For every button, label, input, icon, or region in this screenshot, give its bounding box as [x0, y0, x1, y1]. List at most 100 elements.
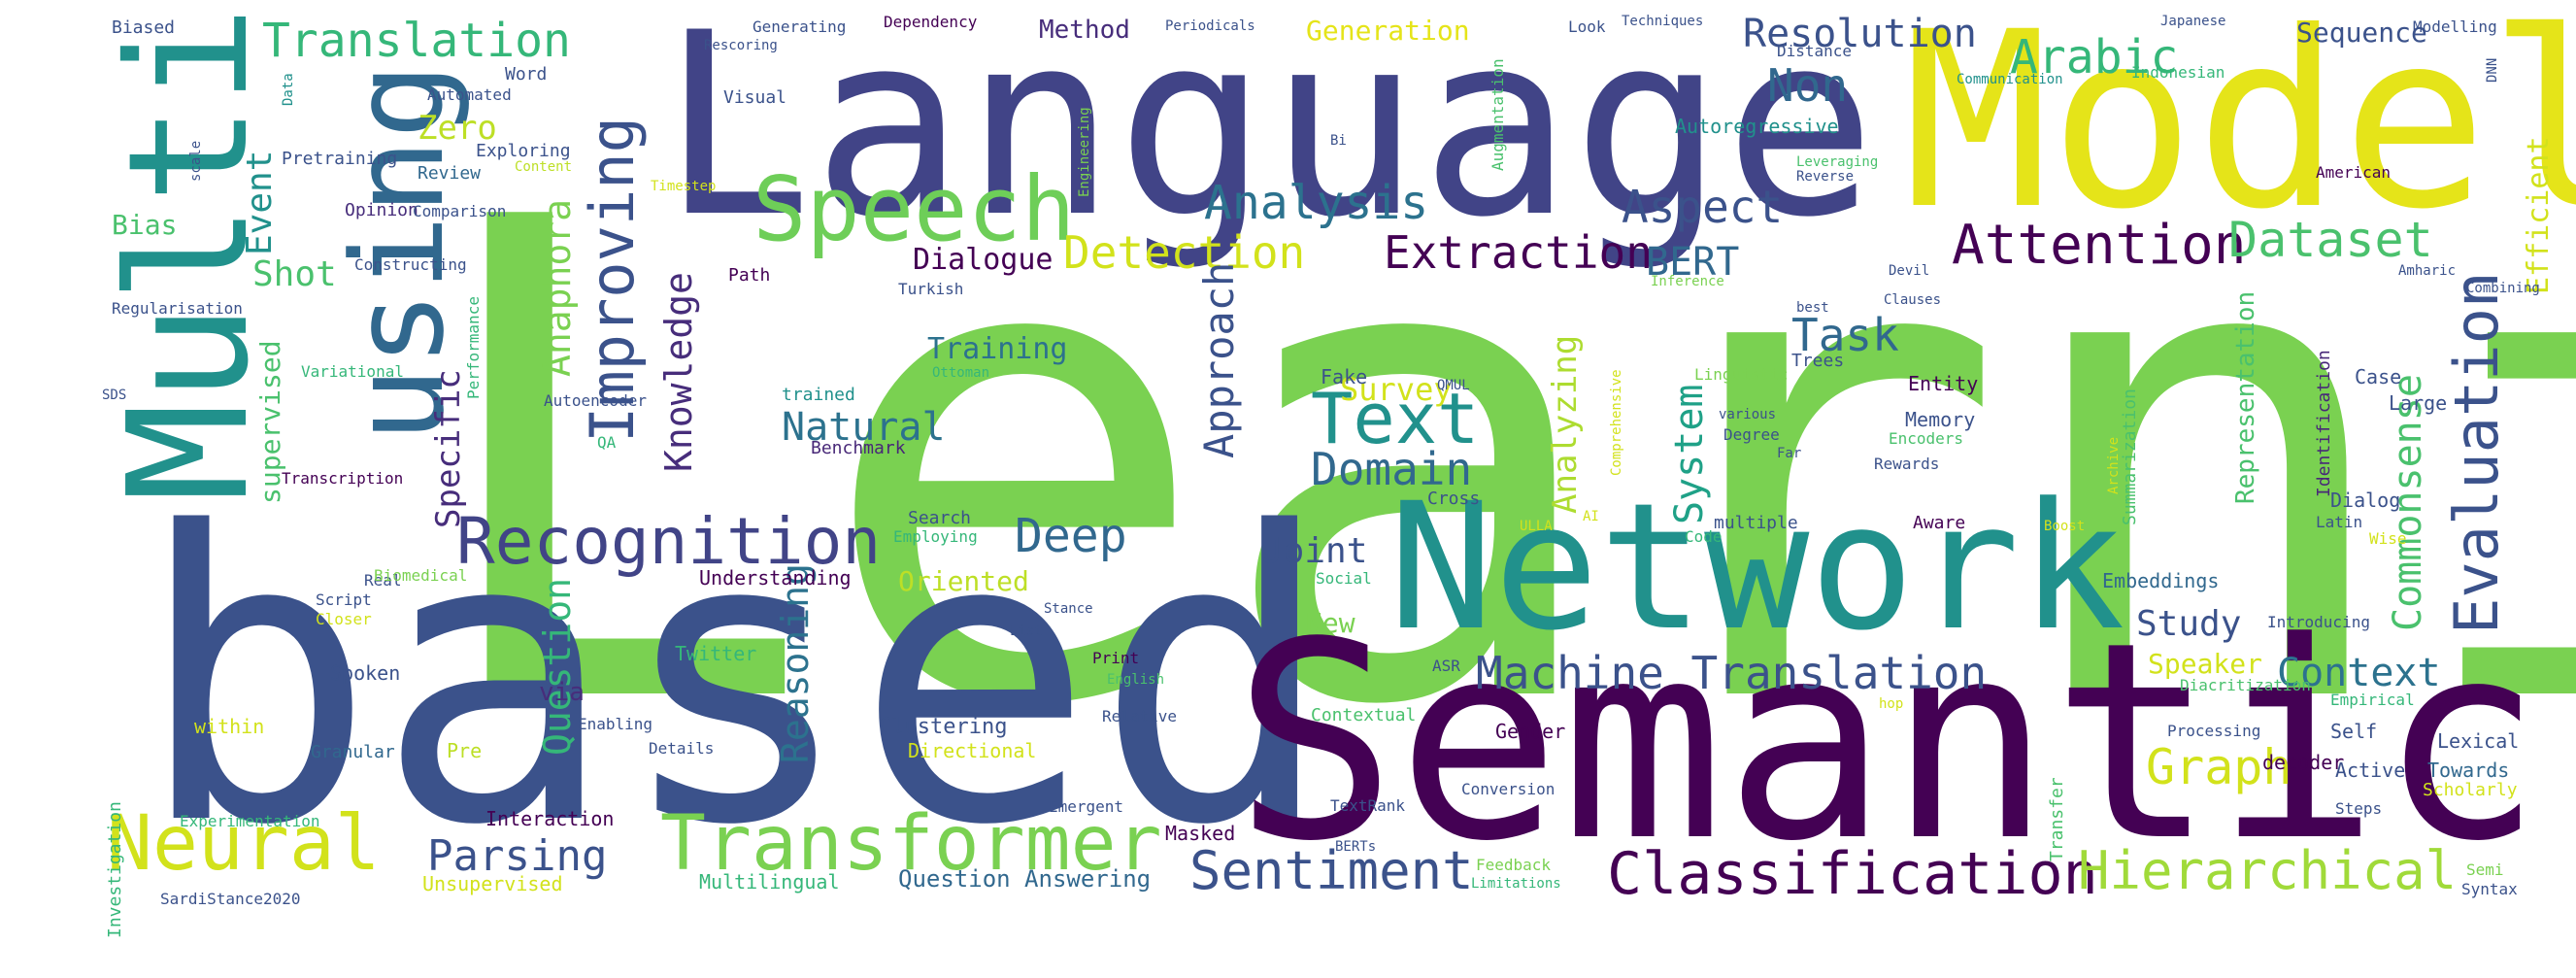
word-aware: Aware	[1913, 513, 1966, 533]
word-learning: Learning	[418, 82, 2576, 850]
word-constructing: Constructing	[354, 255, 467, 274]
word-employing: Employing	[893, 527, 978, 546]
word-english: English	[1107, 672, 1165, 688]
word-question: Question	[536, 577, 579, 756]
word-language: Language	[660, 0, 1877, 273]
word-method: Method	[1039, 16, 1130, 45]
word-approach: Approach	[1195, 261, 1243, 458]
word-qa: QA	[597, 433, 617, 452]
word-enabling: Enabling	[578, 715, 653, 733]
word-review: Review	[418, 163, 482, 184]
word-clauses: Clauses	[1884, 292, 1942, 308]
word-directional: Directional	[908, 739, 1037, 762]
word-speaker: Speaker	[2148, 648, 2263, 680]
word-sequence: Sequence	[2296, 17, 2427, 49]
word-bi: Bi	[1330, 133, 1347, 149]
word-reverse: Reverse	[1796, 169, 1855, 185]
word-modelling: Modelling	[2413, 17, 2497, 36]
word-amharic: Amharic	[2398, 263, 2457, 279]
word-list: List	[1010, 624, 1043, 639]
word-lexical: Lexical	[2437, 729, 2520, 753]
word-masked: Masked	[1165, 822, 1236, 845]
word-fake: Fake	[1321, 365, 1368, 388]
word-network: Network	[1388, 466, 2125, 669]
word-autoregressive: Autoregressive	[1675, 115, 1839, 138]
word-natural: Natural	[782, 405, 946, 450]
word-linguistic: Linguistic	[1694, 365, 1789, 384]
word-autoencoder: Autoencoder	[544, 391, 647, 410]
word-experimentation: Experimentation	[180, 812, 320, 830]
word-specific: Specific	[429, 369, 468, 528]
word-dialog: Dialog	[2330, 489, 2401, 512]
word-bias: Bias	[112, 209, 178, 241]
word-textrank: TextRank	[1330, 796, 1406, 815]
word-emergent: Emergent	[1049, 797, 1124, 816]
word-print: Print	[1092, 649, 1140, 667]
word-context: Context	[2277, 651, 2441, 695]
word-path: Path	[728, 265, 771, 286]
word-trained: trained	[782, 385, 855, 405]
word-scholarly: Scholarly	[2423, 780, 2518, 800]
word-new: New	[1306, 607, 1355, 639]
word-anaphora: Anaphora	[536, 198, 579, 377]
word-dialogue: Dialogue	[913, 243, 1054, 277]
word-question-answering: Question Answering	[898, 865, 1152, 893]
word-rewards: Rewards	[1874, 455, 1940, 473]
word-indonesian: Indonesian	[2131, 63, 2225, 82]
word-american: American	[2316, 163, 2392, 182]
word-berts: BERTs	[1335, 839, 1377, 855]
word-augmentation: Augmentation	[1489, 58, 1507, 171]
word-bert: BERT	[1646, 240, 1740, 285]
word-sentiment: Sentiment	[1189, 840, 1474, 901]
word-domain: Domain	[1311, 443, 1473, 495]
word-spoken: Spoken	[330, 661, 401, 685]
word-latin: Latin	[2316, 513, 2363, 531]
word-biomedical: Biomedical	[374, 566, 468, 585]
word-code: Code	[1685, 527, 1723, 546]
word-introducing: Introducing	[2267, 613, 2370, 631]
word-semi: Semi	[2466, 860, 2504, 879]
word-oriented: Oriented	[898, 565, 1029, 597]
word-translation: Translation	[262, 14, 571, 68]
word-variational: Variational	[301, 362, 404, 381]
word-opinion: Opinion	[345, 200, 418, 220]
word-performance: Performance	[464, 296, 483, 399]
word-hierarchical: Hierarchical	[2078, 840, 2458, 901]
word-case: Case	[2355, 365, 2402, 388]
word-within: within	[194, 715, 265, 738]
word-task: Task	[1791, 309, 1899, 361]
word-syntax: Syntax	[2461, 880, 2518, 898]
word-cross: Cross	[1427, 489, 1481, 509]
word-sardistance2020: SardiStance2020	[160, 890, 301, 908]
word-steps: Steps	[2335, 799, 2383, 818]
word-pre: Pre	[447, 739, 483, 762]
word-towards: Towards	[2427, 759, 2510, 782]
word-engineering: Engineering	[1077, 107, 1092, 197]
word-dependency: Dependency	[884, 13, 978, 31]
word-boost: Boost	[2044, 519, 2086, 534]
word-clustering: Clustering	[879, 715, 1008, 739]
word-training: Training	[927, 332, 1068, 366]
word-gender: Gender	[1495, 720, 1566, 743]
word-analyzing: Analyzing	[1546, 334, 1585, 514]
word-generating: Generating	[753, 17, 847, 36]
word-real: Real	[364, 571, 402, 590]
word-unsupervised: Unsupervised	[422, 872, 563, 895]
word-generation: Generation	[1306, 15, 1470, 47]
word-knowledge: Knowledge	[657, 272, 700, 472]
word-transcription: Transcription	[282, 469, 404, 488]
word-limitations: Limitations	[1471, 876, 1561, 892]
word-semantic: Semantic	[1233, 585, 2543, 901]
word-efficient: Efficient	[2522, 136, 2556, 294]
word-aspect: Aspect	[1622, 181, 1784, 233]
word-leveraging: Leveraging	[1796, 154, 1879, 170]
word-techniques: Techniques	[1622, 14, 1704, 29]
word-investigation: Investigation	[105, 801, 125, 938]
word-text: Text	[1311, 378, 1480, 459]
word-data: Data	[281, 73, 296, 106]
word-decoder: decoder	[2262, 751, 2345, 774]
word-trees: Trees	[1791, 351, 1845, 371]
word-large: Large	[2389, 391, 2448, 415]
word-shot: Shot	[252, 254, 337, 294]
